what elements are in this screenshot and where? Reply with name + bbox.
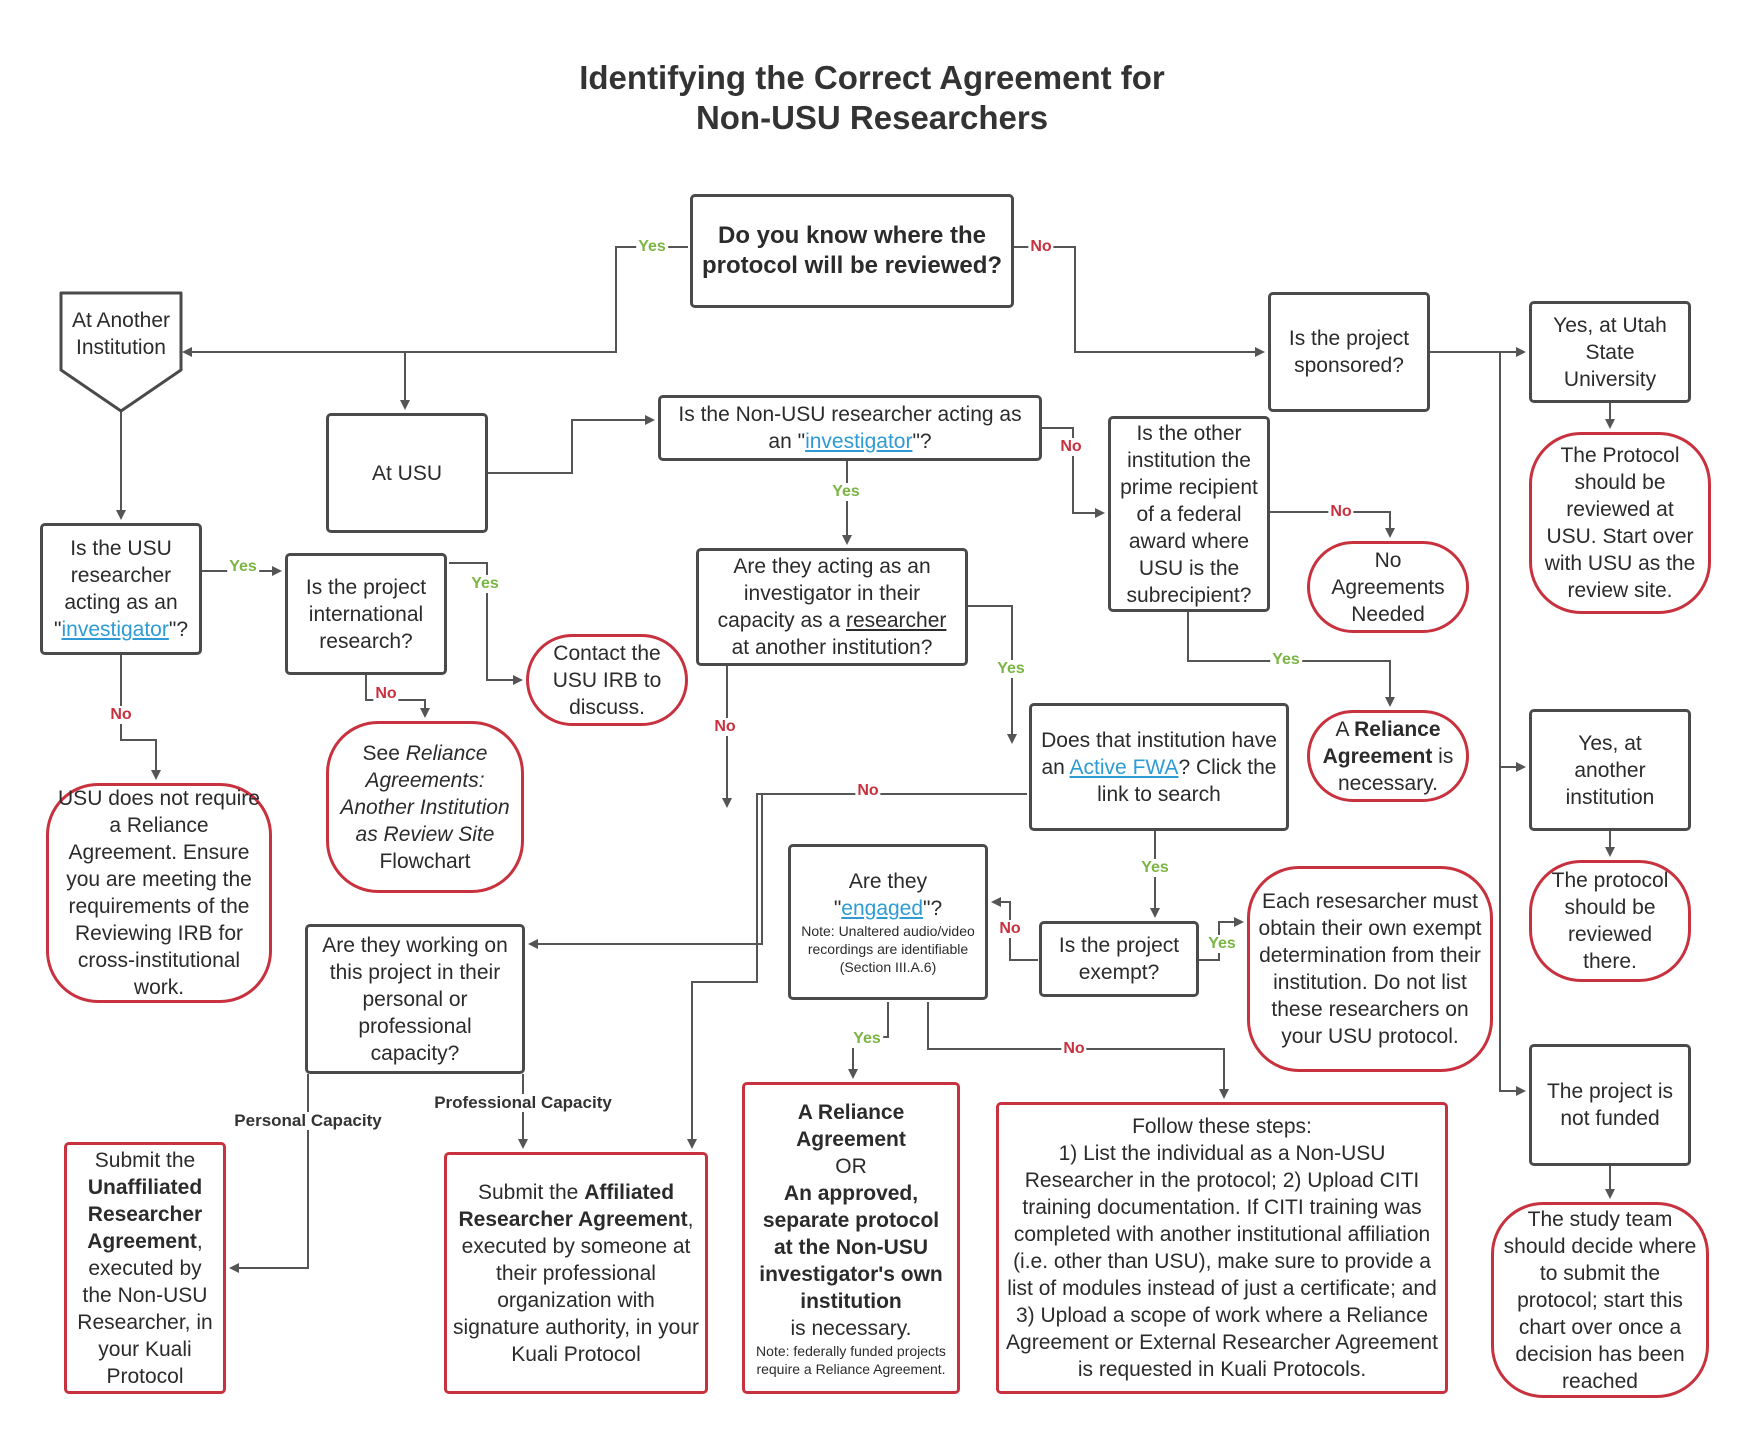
capacity-question: Are they acting as an investigator in th… (696, 548, 968, 666)
label-yes: Yes (636, 238, 668, 256)
connector-arrow (449, 562, 523, 685)
label-no: No (1061, 1040, 1087, 1058)
label-yes: Yes (851, 1030, 883, 1048)
reliance-or-protocol-outcome: A Reliance Agreement OR An approved, sep… (742, 1082, 960, 1394)
see-reliance-outcome: See Reliance Agreements: Another Institu… (326, 721, 524, 893)
label-yes: Yes (1139, 859, 1171, 877)
connector-arrow (1499, 352, 1526, 772)
contact-irb-outcome: Contact the USU IRB to discuss. (526, 634, 688, 726)
usu-investigator-link[interactable]: investigator (61, 618, 169, 641)
another-institution-pentagon (59, 291, 183, 413)
engaged-question: Are they "engaged"? Note: Unaltered audi… (788, 844, 988, 1000)
working-capacity-question: Are they working on this project in thei… (305, 924, 525, 1074)
reliance-necessary-outcome: A Reliance Agreement is necessary. (1307, 710, 1469, 802)
connector-arrow (182, 246, 688, 357)
active-fwa-question: Does that institution have an Active FWA… (1029, 703, 1289, 831)
label-yes: Yes (1206, 935, 1238, 953)
flowchart-title: Identifying the Correct Agreement for No… (0, 58, 1744, 138)
each-exempt-outcome: Each resesarcher must obtain their own e… (1247, 866, 1493, 1072)
connector-arrow (229, 1074, 309, 1273)
label-yes: Yes (995, 660, 1027, 678)
study-team-outcome: The study team should decide where to su… (1491, 1202, 1709, 1398)
label-no: No (1328, 503, 1354, 521)
yes-another-box: Yes, at another institution (1529, 709, 1691, 831)
prime-recipient-question: Is the other institution the prime recip… (1108, 416, 1270, 612)
no-agreements-outcome: No Agreements Needed (1307, 541, 1469, 633)
label-no: No (108, 706, 134, 724)
connector-arrow (1499, 767, 1526, 1096)
label-personal-capacity: Personal Capacity (232, 1111, 384, 1130)
follow-steps-outcome: Follow these steps: 1) List the individu… (996, 1102, 1448, 1394)
connector-arrow (968, 605, 1017, 744)
start-question-box: Do you know where the protocol will be r… (690, 194, 1014, 308)
title-line-1: Identifying the Correct Agreement for (579, 59, 1165, 96)
active-fwa-link[interactable]: Active FWA (1069, 755, 1179, 779)
protocol-there-outcome: The protocol should be reviewed there. (1529, 860, 1691, 982)
label-no: No (997, 920, 1023, 938)
another-institution-label: At Another Institution (71, 309, 171, 359)
sponsored-question: Is the project sponsored? (1268, 292, 1430, 412)
international-question: Is the project international research? (285, 553, 447, 675)
no-reliance-required-outcome: USU does not require a Reliance Agreemen… (46, 783, 272, 1003)
connector-arrow (488, 415, 655, 474)
engaged-link[interactable]: engaged (841, 897, 924, 920)
label-yes: Yes (227, 558, 259, 576)
at-usu-box: At USU (326, 413, 488, 533)
connector-arrow (400, 351, 616, 410)
investigator-link[interactable]: investigator (805, 430, 913, 453)
label-yes: Yes (830, 483, 862, 501)
label-yes: Yes (469, 575, 501, 593)
connector-arrow (120, 655, 161, 780)
connector-arrow (687, 793, 1027, 1149)
usu-investigator-question: Is the USU researcher acting as an "inve… (40, 523, 202, 655)
exempt-question: Is the project exempt? (1039, 921, 1199, 997)
label-professional-capacity: Professional Capacity (432, 1093, 614, 1112)
nonusu-investigator-question: Is the Non-USU researcher acting as an "… (658, 395, 1042, 461)
label-yes: Yes (1270, 651, 1302, 669)
label-no: No (712, 718, 738, 736)
title-line-2: Non-USU Researchers (695, 99, 1049, 136)
connector-arrow (1270, 511, 1395, 538)
protocol-usu-outcome: The Protocol should be reviewed at USU. … (1529, 432, 1711, 614)
not-funded-box: The project is not funded (1529, 1044, 1691, 1166)
yes-usu-box: Yes, at Utah State University (1529, 301, 1691, 403)
connector-arrow (1014, 246, 1265, 357)
affiliated-agreement-outcome: Submit the Affiliated Researcher Agreeme… (444, 1152, 708, 1394)
connector-arrow (1042, 427, 1105, 518)
label-no: No (1028, 238, 1054, 256)
label-no: No (855, 782, 881, 800)
unaffiliated-agreement-outcome: Submit the Unaffiliated Researcher Agree… (64, 1142, 226, 1394)
label-no: No (1058, 438, 1084, 456)
label-no: No (373, 685, 399, 703)
